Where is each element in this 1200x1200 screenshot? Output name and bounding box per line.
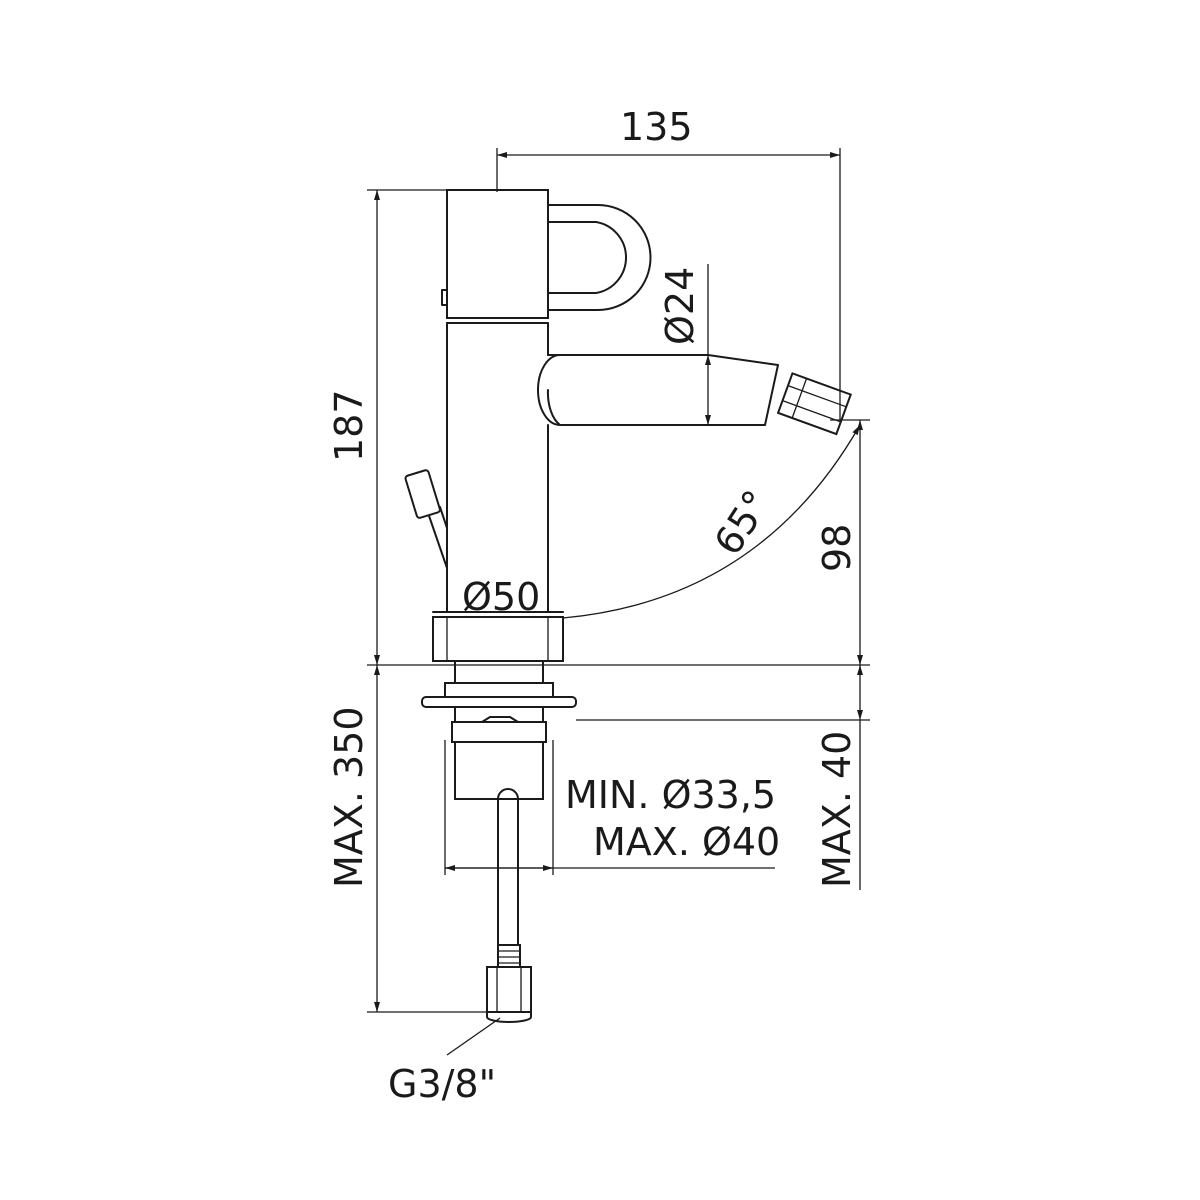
label-187: 187 [327, 389, 371, 462]
label-o50: Ø50 [462, 575, 540, 619]
label-max-350: MAX. 350 [327, 706, 371, 888]
aerator [776, 372, 852, 436]
label-98: 98 [815, 524, 859, 572]
label-o24: Ø24 [658, 267, 702, 345]
label-g38: G3/8" [388, 1062, 496, 1106]
spout-base-curve [537, 354, 561, 426]
shank [421, 660, 577, 800]
label-max-hole: MAX. Ø40 [593, 820, 780, 864]
handle-lever-inner [547, 221, 627, 294]
label-65deg: 65° [706, 482, 780, 562]
dimension-lines [367, 148, 870, 1056]
top-block [446, 189, 549, 319]
hose-fitting [486, 944, 532, 1023]
flexible-hose [497, 788, 519, 946]
side-notch [441, 289, 448, 306]
label-min-hole: MIN. Ø33,5 [565, 773, 776, 817]
faucet-body [404, 189, 852, 1023]
handle-lever [547, 204, 652, 311]
spout [546, 354, 779, 426]
label-135: 135 [620, 105, 693, 149]
base-flange [432, 616, 564, 662]
label-max-40: MAX. 40 [815, 731, 859, 888]
dimension-labels: 135 187 Ø24 65° 98 Ø50 MAX. 350 MIN. Ø33… [327, 105, 859, 1106]
popup-rod [404, 469, 448, 569]
